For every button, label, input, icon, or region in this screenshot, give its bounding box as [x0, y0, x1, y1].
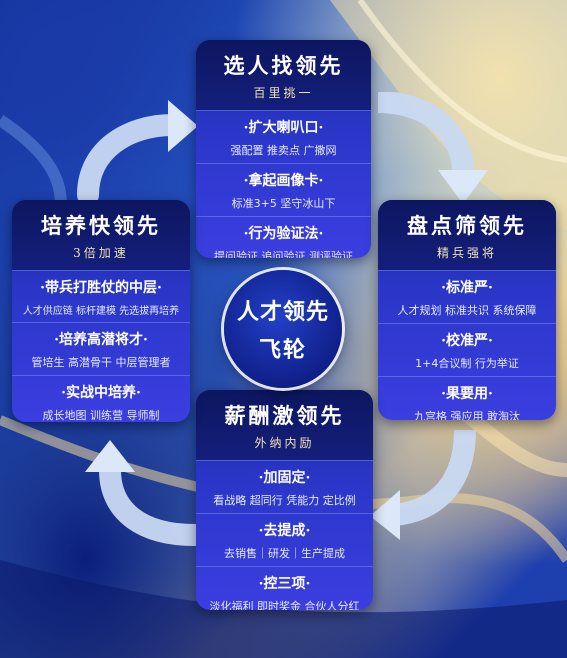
card-compensation: 薪酬激领先 外纳内励 ·加固定· 看战略 超同行 凭能力 定比例 ·去提成· 去…: [196, 390, 373, 610]
card-section: ·校准严· 1+4合议制 行为举证: [378, 323, 556, 376]
section-heading: ·标准严·: [441, 280, 493, 296]
section-body: 成长地图 训练营 导师制: [42, 409, 160, 422]
card-subtitle: 3倍加速: [73, 245, 129, 260]
hub-title: 人才领先: [236, 300, 329, 325]
section-body: 提问验证 追问验证 测评验证: [214, 250, 353, 258]
section-body: 去销售｜研发｜生产提成: [224, 547, 345, 560]
card-title: 培养快领先: [41, 212, 161, 238]
section-body: 淡化福利 即时奖金 合伙人分红: [209, 600, 360, 610]
hub-subtitle: 飞轮: [258, 338, 307, 363]
section-body: 标准3+5 坚守冰山下: [231, 197, 336, 210]
section-body: 九宫格 强应用 敢淘汰: [414, 410, 520, 420]
card-title: 盘点筛领先: [407, 212, 527, 238]
card-section: ·加固定· 看战略 超同行 凭能力 定比例: [196, 460, 373, 513]
section-body: 人才规划 标准共识 系统保障: [397, 304, 537, 317]
card-section: ·标准严· 人才规划 标准共识 系统保障: [378, 270, 556, 323]
card-talent-review: 盘点筛领先 精兵强将 ·标准严· 人才规划 标准共识 系统保障 ·校准严· 1+…: [378, 200, 556, 420]
card-section: ·行为验证法· 提问验证 追问验证 测评验证: [196, 216, 371, 258]
arrow-bottom-to-left-icon: [85, 440, 200, 546]
card-title: 选人找领先: [223, 52, 344, 78]
section-body: 管培生 高潜骨干 中层管理者: [31, 356, 171, 369]
section-heading: ·培养高潜将才·: [54, 332, 148, 348]
card-header: 选人找领先 百里挑一: [196, 40, 371, 110]
section-body: 看战略 超同行 凭能力 定比例: [213, 494, 356, 507]
card-section: ·去提成· 去销售｜研发｜生产提成: [196, 513, 373, 566]
card-header: 盘点筛领先 精兵强将: [378, 200, 556, 270]
section-body: 强配置 推卖点 广撒网: [230, 144, 337, 157]
card-section: ·培养高潜将才· 管培生 高潜骨干 中层管理者: [12, 322, 190, 375]
section-heading: ·去提成·: [258, 523, 311, 539]
section-heading: ·控三项·: [258, 576, 311, 592]
arrow-right-to-bottom-icon: [370, 430, 476, 540]
card-subtitle: 外纳内励: [254, 435, 315, 450]
section-heading: ·拿起画像卡·: [243, 173, 324, 189]
card-section: ·带兵打胜仗的中层· 人才供应链 标杆建模 先选拔再培养: [12, 270, 190, 322]
section-heading: ·加固定·: [258, 470, 311, 486]
card-select-talent: 选人找领先 百里挑一 ·扩大喇叭口· 强配置 推卖点 广撒网 ·拿起画像卡· 标…: [196, 40, 371, 258]
section-body: 人才供应链 标杆建模 先选拔再培养: [22, 306, 180, 317]
arrow-top-to-right-icon: [378, 92, 488, 204]
hub-circle: 人才领先 飞轮: [224, 270, 342, 388]
section-body: 1+4合议制 行为举证: [415, 357, 519, 370]
card-section: ·控三项· 淡化福利 即时奖金 合伙人分红: [196, 566, 373, 610]
section-heading: ·果要用·: [441, 386, 493, 402]
card-subtitle: 百里挑一: [253, 85, 314, 100]
card-fast-training: 培养快领先 3倍加速 ·带兵打胜仗的中层· 人才供应链 标杆建模 先选拔再培养 …: [12, 200, 190, 422]
section-heading: ·带兵打胜仗的中层·: [40, 280, 162, 296]
section-heading: ·行为验证法·: [243, 226, 324, 242]
section-heading: ·扩大喇叭口·: [243, 120, 324, 136]
card-header: 培养快领先 3倍加速: [12, 200, 190, 270]
card-section: ·果要用· 九宫格 强应用 敢淘汰: [378, 376, 556, 420]
card-section: ·扩大喇叭口· 强配置 推卖点 广撒网: [196, 110, 371, 163]
card-section: ·实战中培养· 成长地图 训练营 导师制: [12, 375, 190, 422]
section-heading: ·实战中培养·: [61, 385, 141, 401]
card-section: ·拿起画像卡· 标准3+5 坚守冰山下: [196, 163, 371, 216]
card-title: 薪酬激领先: [224, 402, 345, 428]
card-header: 薪酬激领先 外纳内励: [196, 390, 373, 460]
section-heading: ·校准严·: [441, 333, 493, 349]
arrow-left-to-top-icon: [77, 100, 198, 200]
card-subtitle: 精兵强将: [436, 245, 497, 260]
